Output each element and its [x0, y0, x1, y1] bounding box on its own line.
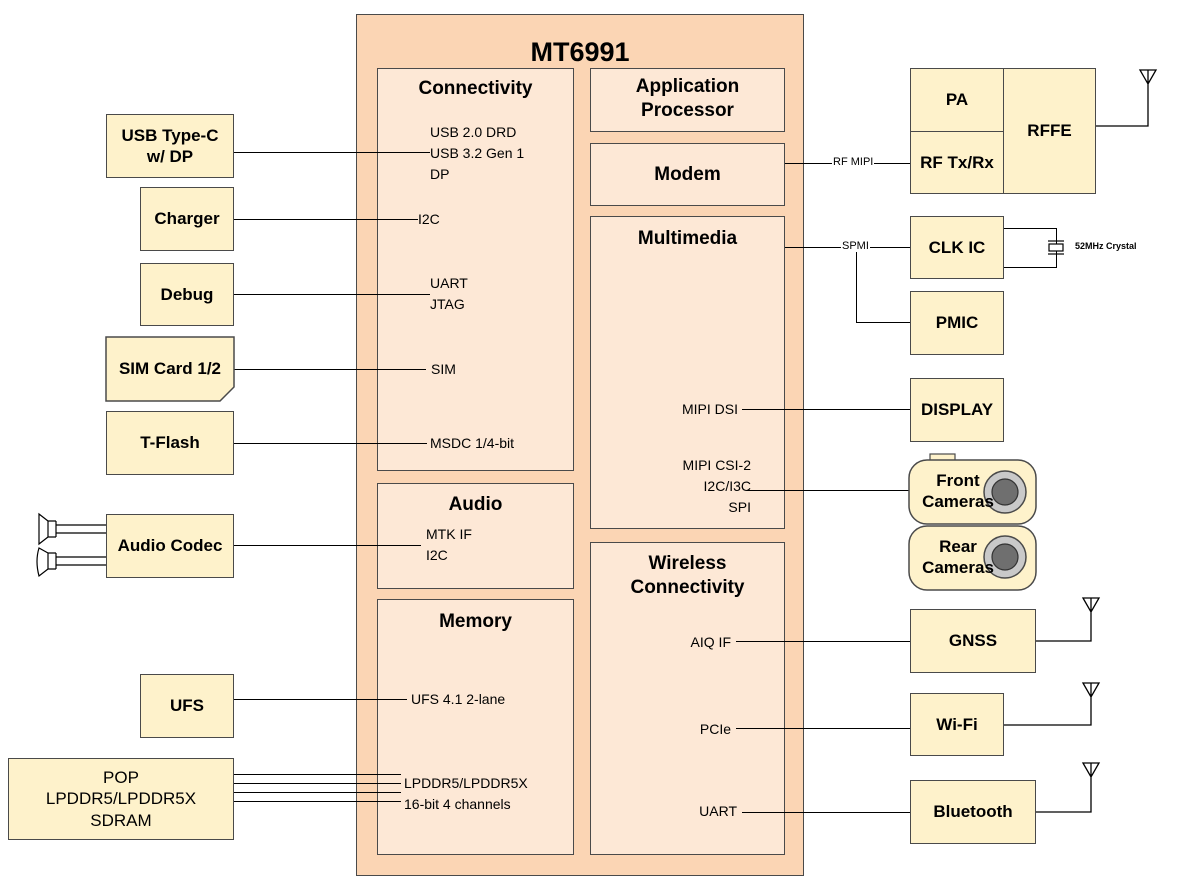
- bluetooth-box: Bluetooth: [910, 780, 1036, 844]
- modem-block: Modem: [590, 143, 785, 206]
- pcie-link: [736, 728, 910, 729]
- clk-crystal-link-top: [1004, 228, 1056, 229]
- spmi-pmic-link-h: [856, 322, 910, 323]
- pmic-box: PMIC: [910, 291, 1004, 355]
- pcie-signal-label: PCIe: [699, 721, 731, 737]
- uart-jtag-signal-label: UART JTAG: [430, 275, 468, 312]
- debug-link: [234, 294, 430, 295]
- audio-block: Audio: [377, 483, 574, 589]
- chip-title: MT6991: [530, 37, 630, 67]
- ufs-box: UFS: [140, 674, 234, 738]
- sim-link: [234, 369, 426, 370]
- audio-codec-link: [234, 545, 421, 546]
- usb-signals-label: USB 2.0 DRD USB 3.2 Gen 1 DP: [430, 124, 525, 182]
- lpddr-signal-label: LPDDR5/LPDDR5X 16-bit 4 channels: [404, 775, 528, 812]
- rffe-box: RFFE: [1003, 68, 1096, 194]
- aiq-if-signal-label: AIQ IF: [690, 634, 731, 650]
- t-flash-link: [234, 443, 427, 444]
- spmi-pmic-link-v: [856, 247, 857, 323]
- modem-title: Modem: [654, 164, 721, 185]
- mipi-csi-link: [747, 490, 910, 491]
- sim-card-label: SIM Card 1/2: [118, 359, 222, 378]
- crystal-label: 52MHz Crystal: [1075, 241, 1137, 251]
- multimedia-block: Multimedia: [590, 216, 785, 529]
- ufs-signal-label: UFS 4.1 2-lane: [411, 691, 506, 707]
- charger-link: [234, 219, 418, 220]
- multimedia-title: Multimedia: [637, 228, 738, 249]
- wifi-box: Wi-Fi: [910, 693, 1004, 756]
- audio-if-signal-label: MTK IF I2C: [426, 526, 472, 563]
- i2c-signal-label: I2C: [418, 211, 440, 227]
- memory-title: Memory: [439, 611, 512, 632]
- ufs-link: [234, 699, 407, 700]
- usb-type-c-box: USB Type-C w/ DP: [106, 114, 234, 178]
- clk-ic-box: CLK IC: [910, 216, 1004, 279]
- audio-title: Audio: [448, 494, 503, 515]
- msdc-signal-label: MSDC 1/4-bit: [430, 435, 515, 451]
- rear-cameras-label: Rear Cameras: [922, 537, 994, 578]
- wireless-connectivity-title: Wireless Connectivity: [630, 553, 745, 598]
- application-processor-title: Application Processor: [635, 76, 740, 121]
- audio-codec-box: Audio Codec: [106, 514, 234, 578]
- clk-crystal-link-bottom: [1004, 267, 1056, 268]
- uart-signal-label: UART: [699, 803, 737, 819]
- connectivity-title: Connectivity: [418, 78, 533, 99]
- application-processor-block: Application Processor: [590, 68, 785, 132]
- mipi-dsi-link: [742, 409, 910, 410]
- spmi-label: SPMI: [841, 240, 870, 252]
- mipi-dsi-signal-label: MIPI DSI: [681, 401, 738, 417]
- mipi-csi-signal-label: MIPI CSI-2 I2C/I3C SPI: [682, 457, 751, 515]
- rf-txrx-box: RF Tx/Rx: [910, 131, 1004, 194]
- wireless-connectivity-block: Wireless Connectivity: [590, 542, 785, 855]
- rf-mipi-label: RF MIPI: [832, 156, 875, 168]
- lpddr-link-3: [234, 792, 401, 793]
- connectivity-block: Connectivity: [377, 68, 574, 471]
- memory-block: Memory: [377, 599, 574, 855]
- lpddr-link-1: [234, 774, 401, 775]
- lpddr-link-4: [234, 801, 401, 802]
- pop-lpddr-box: POP LPDDR5/LPDDR5X SDRAM: [8, 758, 234, 840]
- debug-box: Debug: [140, 263, 234, 326]
- sim-signal-label: SIM: [431, 361, 456, 377]
- t-flash-box: T-Flash: [106, 411, 234, 475]
- usb-link: [234, 152, 430, 153]
- charger-box: Charger: [140, 187, 234, 251]
- uart-link: [742, 812, 910, 813]
- aiq-link: [736, 641, 910, 642]
- lpddr-link-2: [234, 783, 401, 784]
- gnss-box: GNSS: [910, 609, 1036, 673]
- display-box: DISPLAY: [910, 378, 1004, 442]
- front-cameras-label: Front Cameras: [922, 471, 994, 512]
